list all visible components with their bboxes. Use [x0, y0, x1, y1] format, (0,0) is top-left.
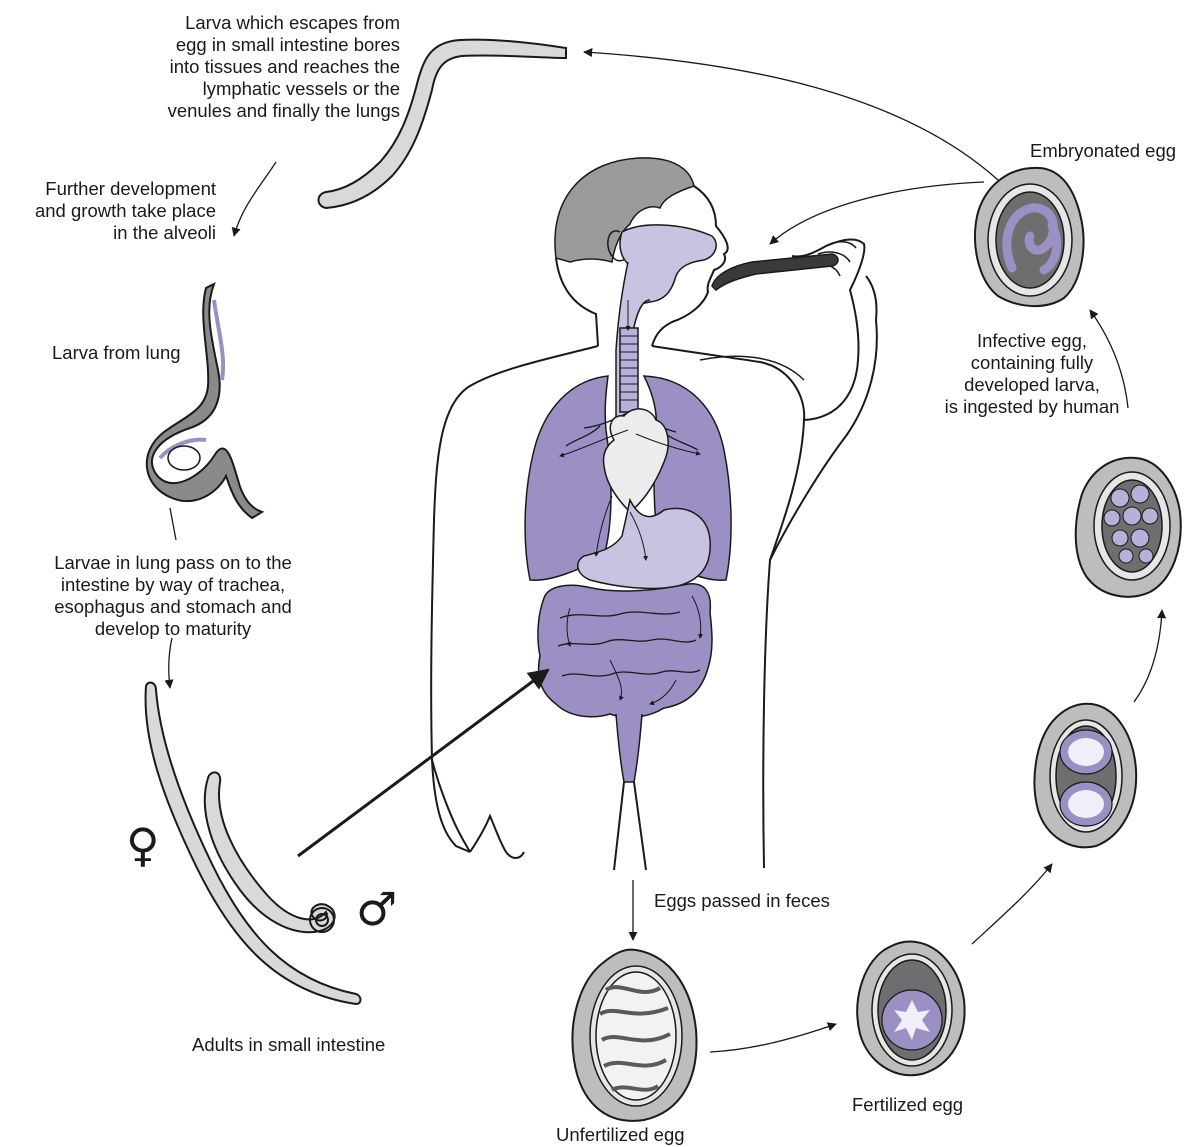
two-cell-egg: [1034, 704, 1136, 848]
label-adults: Adults in small intestine: [192, 1034, 452, 1056]
female-symbol: ♀: [126, 822, 160, 868]
unfertilized-egg: [572, 950, 696, 1121]
label-infective-egg: Infective egg, containing fully develope…: [920, 330, 1144, 418]
label-larva-from-lung: Larva from lung: [52, 342, 252, 364]
male-symbol: ♂: [356, 886, 397, 932]
label-further-development: Further development and growth take plac…: [0, 178, 216, 244]
left-lung: [525, 376, 611, 580]
morula-egg: [1076, 458, 1181, 597]
intestines: [538, 584, 712, 718]
lung-larva: [147, 284, 262, 518]
label-larva-escapes: Larva which escapes from egg in small in…: [80, 12, 400, 122]
label-larvae-pass: Larvae in lung pass on to the intestine …: [14, 552, 332, 640]
label-embryonated-egg: Embryonated egg: [1030, 140, 1200, 162]
label-eggs-passed: Eggs passed in feces: [654, 890, 874, 912]
fertilized-egg: [857, 941, 964, 1075]
spoon: [712, 254, 838, 290]
trachea: [620, 328, 638, 412]
human-figure: [431, 158, 877, 870]
label-fertilized-egg: Fertilized egg: [852, 1094, 1012, 1116]
label-unfertilized-egg: Unfertilized egg: [556, 1124, 736, 1146]
adult-female-worm: [146, 683, 361, 1004]
adults-to-intestine-arrow: [298, 670, 548, 856]
embryonated-egg: [975, 168, 1083, 306]
